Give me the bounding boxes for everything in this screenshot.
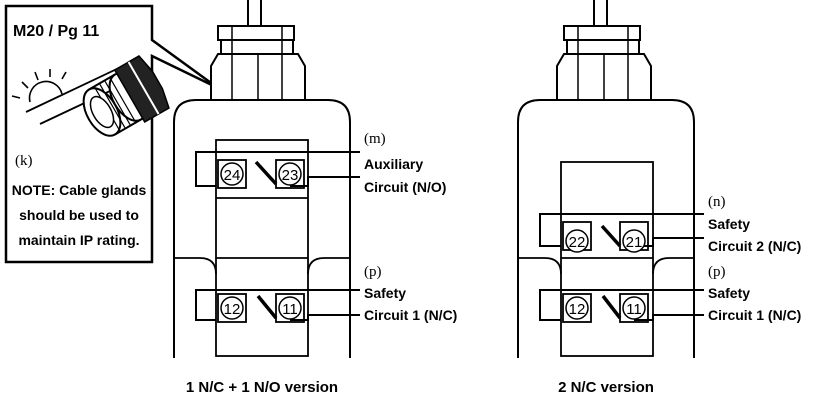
left-switch-unit	[173, 0, 360, 358]
left-bottom-label-line1: Safety	[364, 285, 406, 301]
right-caption: 2 N/C version	[558, 379, 654, 396]
right-top-ref: (n)	[708, 194, 726, 210]
svg-text:23: 23	[282, 167, 299, 184]
right-terminal-12: 12	[565, 296, 589, 320]
callout-ref: (k)	[15, 153, 33, 169]
callout-note-line3: maintain IP rating.	[18, 232, 139, 248]
svg-text:12: 12	[224, 301, 241, 318]
left-terminal-24: 24	[220, 162, 244, 186]
left-bottom-ref: (p)	[364, 264, 382, 280]
left-top-label-line1: Auxiliary	[364, 156, 423, 172]
left-top-ref: (m)	[364, 131, 386, 147]
right-terminal-21: 21	[622, 229, 646, 253]
right-terminal-22: 22	[565, 229, 589, 253]
left-terminal-23: 23	[278, 162, 302, 186]
right-top-label-line1: Safety	[708, 216, 750, 232]
svg-text:12: 12	[569, 301, 586, 318]
svg-text:11: 11	[282, 301, 298, 318]
right-top-label-line2: Circuit 2 (N/C)	[708, 238, 801, 254]
cable-gland-callout: M20 / Pg 11	[4, 4, 219, 264]
callout-note-line1: NOTE: Cable glands	[12, 182, 147, 198]
right-bottom-ref: (p)	[708, 264, 726, 280]
svg-text:21: 21	[626, 234, 643, 251]
right-bottom-label-line1: Safety	[708, 285, 750, 301]
right-bottom-label-line2: Circuit 1 (N/C)	[708, 307, 801, 323]
cable-gland-icon	[82, 55, 170, 137]
right-terminal-11: 11	[622, 296, 646, 320]
callout-note-line2: should be used to	[19, 207, 139, 223]
svg-text:22: 22	[569, 234, 586, 251]
left-terminal-12: 12	[220, 296, 244, 320]
svg-text:24: 24	[224, 167, 241, 184]
right-switch-unit	[517, 0, 704, 358]
left-top-label-line2: Circuit (N/O)	[364, 179, 446, 195]
callout-title: M20 / Pg 11	[13, 23, 99, 40]
left-bottom-label-line2: Circuit 1 (N/C)	[364, 307, 457, 323]
left-terminal-11: 11	[278, 296, 302, 320]
left-caption: 1 N/C + 1 N/O version	[186, 379, 338, 396]
svg-text:11: 11	[626, 301, 642, 318]
